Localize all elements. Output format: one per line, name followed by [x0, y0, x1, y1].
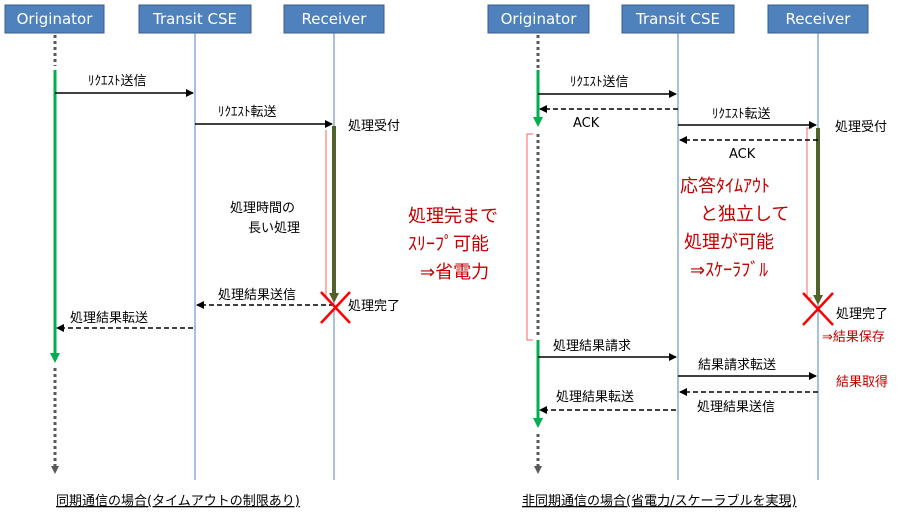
right-sleep-line-2: ｽﾘｰﾌﾟ可能: [408, 234, 489, 255]
left-msg-request-forward: ﾘｸｴｽﾄ転送: [218, 105, 277, 120]
right-header-transit-cse-label: Transit CSE: [635, 10, 720, 28]
left-msg-request-send: ﾘｸｴｽﾄ送信: [88, 74, 147, 89]
right-note-accept: 処理受付: [835, 120, 887, 135]
right-timeout-bracket: [806, 127, 812, 299]
left-msg-result-forward: 処理結果転送: [70, 311, 148, 326]
right-msg-request-send: ﾘｸｴｽﾄ送信: [570, 75, 629, 90]
right-timeout-line-1: 応答ﾀｲﾑｱｳﾄ: [680, 176, 770, 197]
right-header-originator-label: Originator: [501, 10, 578, 28]
right-note-complete: 処理完了: [836, 307, 888, 322]
left-note-complete: 処理完了: [348, 299, 400, 314]
right-sleep-bracket: [526, 133, 533, 341]
right-note-get: 結果取得: [836, 374, 888, 390]
left-note-accept: 処理受付: [348, 119, 400, 134]
right-msg-result-send: 処理結果送信: [697, 400, 775, 415]
left-header-originator: Originator: [4, 4, 105, 34]
right-sleep-line-3: ⇒省電力: [420, 262, 489, 283]
right-msg-result-request-forward: 結果請求転送: [698, 358, 776, 373]
left-msg-result-send: 処理結果送信: [218, 288, 296, 303]
left-note-long-2: 長い処理: [248, 221, 300, 236]
left-diagram: Originator Transit CSE Receiver ﾘｸｴｽﾄ送信 …: [4, 4, 400, 509]
left-header-originator-label: Originator: [17, 10, 94, 28]
right-caption: 非同期通信の場合(省電力/スケーラブルを実現): [522, 493, 797, 509]
left-header-receiver: Receiver: [283, 4, 385, 34]
right-diagram: Originator Transit CSE Receiver ﾘｸｴｽﾄ送信 …: [408, 4, 888, 509]
right-timeout-line-2: と独立して: [700, 204, 789, 225]
right-msg-request-forward: ﾘｸｴｽﾄ転送: [712, 107, 771, 122]
right-msg-ack-1: ACK: [573, 116, 600, 131]
left-cross-icon: [320, 291, 351, 324]
right-msg-result-request: 処理結果請求: [553, 339, 631, 354]
left-header-transit-cse: Transit CSE: [138, 4, 252, 34]
right-header-receiver: Receiver: [767, 4, 869, 34]
left-caption: 同期通信の場合(タイムアウトの制限あり): [56, 494, 300, 509]
left-header-transit-cse-label: Transit CSE: [152, 10, 237, 28]
right-msg-ack-2: ACK: [729, 147, 756, 162]
left-note-long-1: 処理時間の: [230, 201, 295, 216]
right-sleep-line-1: 処理完まで: [408, 206, 498, 227]
right-timeout-line-3: 処理が可能: [684, 232, 774, 253]
right-note-save: ⇒結果保存: [822, 330, 885, 345]
right-cross-icon: [802, 292, 834, 326]
left-header-receiver-label: Receiver: [302, 10, 368, 28]
right-header-originator: Originator: [487, 4, 590, 34]
right-header-receiver-label: Receiver: [786, 10, 852, 28]
right-msg-result-forward: 処理結果転送: [556, 390, 634, 405]
right-timeout-line-4: ⇒ｽｹｰﾗﾌﾞﾙ: [690, 260, 768, 281]
right-header-transit-cse: Transit CSE: [621, 4, 735, 34]
